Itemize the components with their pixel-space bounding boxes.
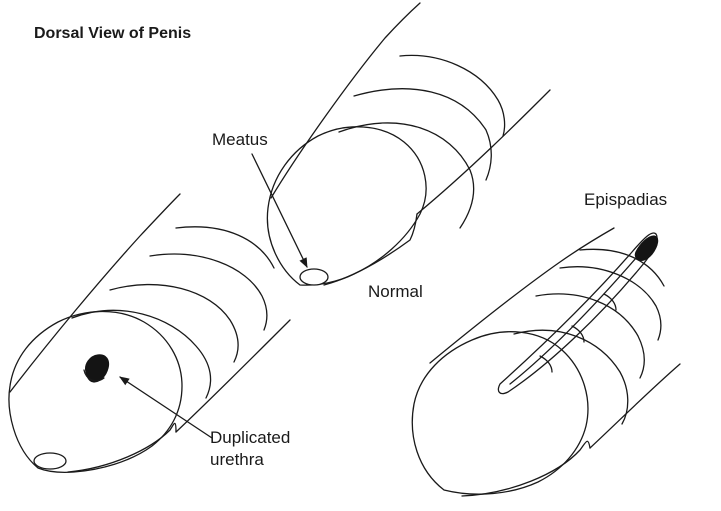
normal-glans-tip <box>324 214 417 285</box>
epi-fold-3 <box>560 267 661 340</box>
normal-fold-1 <box>339 123 474 228</box>
label-normal: Normal <box>368 282 423 302</box>
dup-glans-tip <box>68 423 176 472</box>
dup-fold-1 <box>72 310 211 398</box>
normal-penis-drawing <box>252 3 550 285</box>
normal-glans-outline <box>267 127 426 285</box>
label-epispadias: Epispadias <box>584 190 667 210</box>
normal-shaft-lower-edge <box>417 90 550 214</box>
label-duplicated-line2: urethra <box>210 450 264 470</box>
duplicated-pointer-arrow <box>120 377 212 438</box>
label-duplicated-line1: Duplicated <box>210 428 290 448</box>
epi-shaft-upper-edge <box>430 228 614 363</box>
epi-fold-1 <box>514 330 628 424</box>
normal-meatus-opening <box>300 269 328 285</box>
epi-shaft-lower-edge <box>590 364 680 448</box>
normal-fold-3 <box>400 55 505 136</box>
epispadias-meatus-opening <box>635 236 657 260</box>
label-meatus: Meatus <box>212 130 268 150</box>
epi-glans-lower-curve <box>462 441 590 496</box>
dup-fold-4 <box>176 227 274 268</box>
figure-title: Dorsal View of Penis <box>34 25 191 43</box>
epispadias-drawing <box>412 228 680 496</box>
normal-shaft-upper-edge <box>271 3 420 198</box>
epispadias-groove-inner <box>510 258 636 384</box>
dup-glans-outline <box>9 312 182 473</box>
dup-fold-2 <box>110 285 238 362</box>
duplicated-normal-meatus <box>34 453 66 469</box>
dup-shaft-lower-edge <box>176 320 290 432</box>
dup-fold-3 <box>150 254 267 330</box>
